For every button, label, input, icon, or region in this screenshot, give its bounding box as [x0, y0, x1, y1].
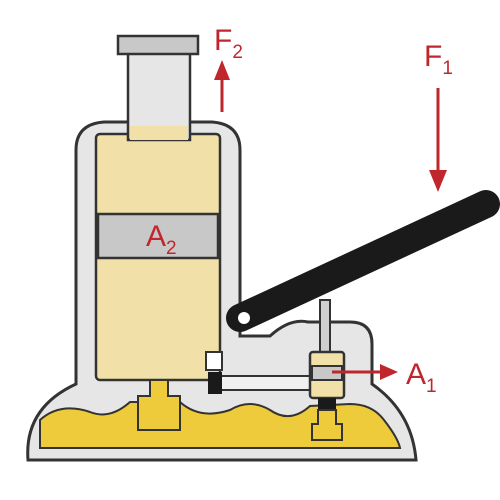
label-f2: F2	[214, 24, 243, 63]
connecting-pipe	[217, 375, 315, 391]
pump-rod	[319, 299, 331, 353]
pump-check-valve	[318, 398, 336, 410]
pipe-notch	[205, 351, 223, 371]
large-piston	[96, 212, 220, 260]
pump	[308, 299, 346, 441]
arrow-up-icon	[214, 60, 230, 112]
ram-cap	[116, 34, 200, 56]
ram	[116, 34, 200, 142]
ram-oil	[130, 126, 188, 140]
label-a2: A2	[146, 220, 177, 259]
pipe-valve-block	[208, 372, 222, 394]
arrow-down-icon	[429, 88, 447, 192]
pump-handle	[226, 190, 500, 332]
lever-bar	[226, 190, 500, 332]
arrow-right-icon	[332, 364, 398, 380]
ram-column	[126, 48, 192, 142]
label-f1: F1	[424, 40, 453, 79]
label-a1: A1	[406, 358, 437, 397]
pump-intake	[311, 409, 343, 441]
lever-pivot	[238, 312, 250, 324]
reservoir-oil	[39, 401, 402, 449]
main-check-valve	[137, 379, 181, 431]
